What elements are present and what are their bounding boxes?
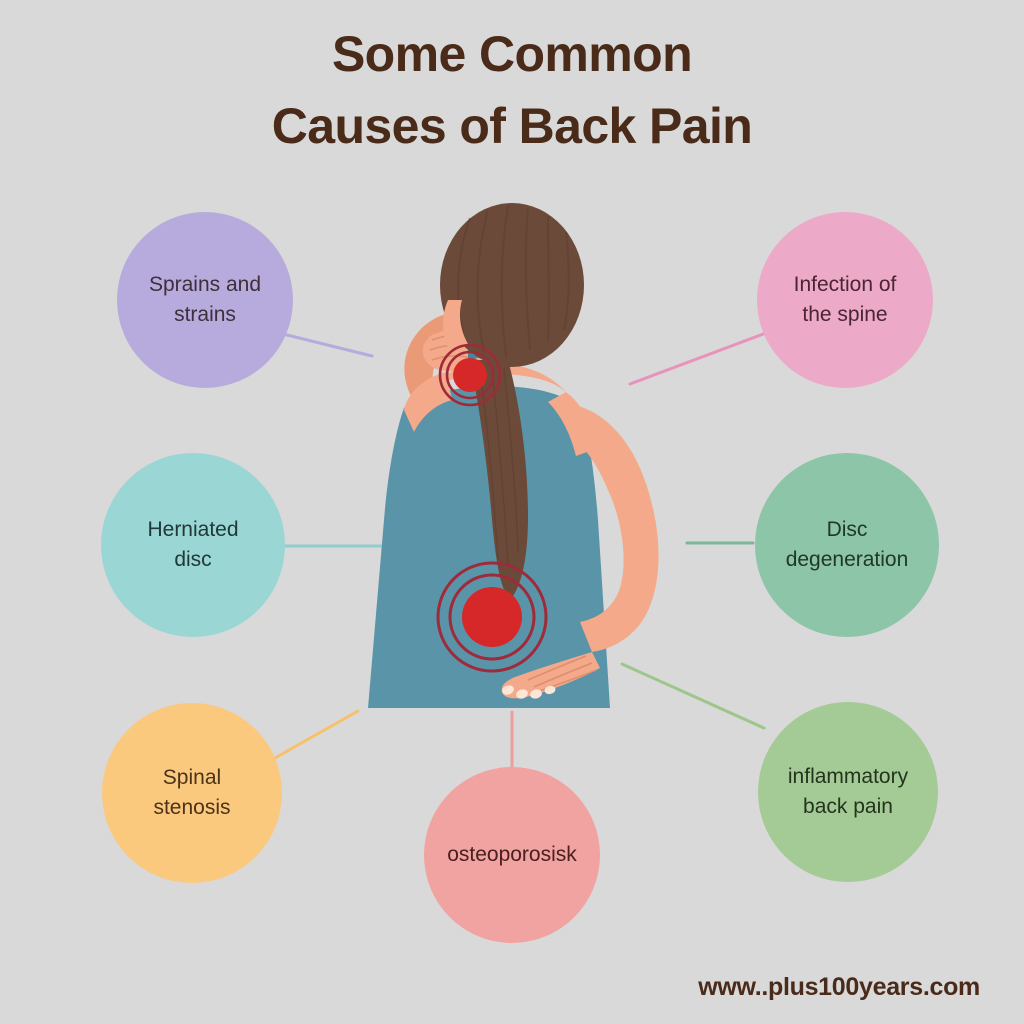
right-arm [572,406,659,652]
bubble-inflammatory-back-pain[interactable]: inflammatory back pain [758,702,938,882]
bubble-label-osteoporosisk: osteoporosisk [447,843,577,866]
hair-strand-lines [457,205,570,357]
connector-line-sprains-and-strains [281,332,374,358]
neck-shoulder-pain-indicator [438,343,502,407]
lower-back-pain-indicator [436,561,548,673]
bubble-label-sprains-and-strains: Sprains and strains [148,273,262,326]
connector-line-spinal-stenosis [273,709,360,760]
connector-line-infection-of-the-spine [628,331,768,386]
bubble-herniated-disc[interactable]: Herniated disc [101,453,285,637]
connector-line-inflammatory-back-pain [620,662,766,730]
right-hand-nails [502,685,556,699]
ponytail [470,360,528,600]
bubble-label-disc-degeneration: Disc degeneration [785,518,909,571]
bubble-label-herniated-disc: Herniated disc [147,518,239,571]
website-url[interactable]: www..plus100years.com [698,973,980,1001]
bubble-osteoporosisk[interactable]: osteoporosisk [424,767,600,943]
bubble-label-inflammatory-back-pain: inflammatory back pain [787,765,909,818]
neck-skin [443,300,468,354]
bubble-spinal-stenosis[interactable]: Spinal stenosis [102,703,282,883]
bubble-disc-degeneration[interactable]: Disc degeneration [755,453,939,637]
bubble-label-infection-of-the-spine: Infection of the spine [793,273,897,326]
right-hand [501,652,600,699]
bubble-sprains-and-strains[interactable]: Sprains and strains [117,212,293,388]
right-hand-finger-lines [527,655,597,692]
left-shoulder-skin [404,372,452,432]
tank-top [368,386,610,708]
bubble-infection-of-the-spine[interactable]: Infection of the spine [757,212,933,388]
bubble-label-spinal-stenosis: Spinal stenosis [153,766,231,819]
